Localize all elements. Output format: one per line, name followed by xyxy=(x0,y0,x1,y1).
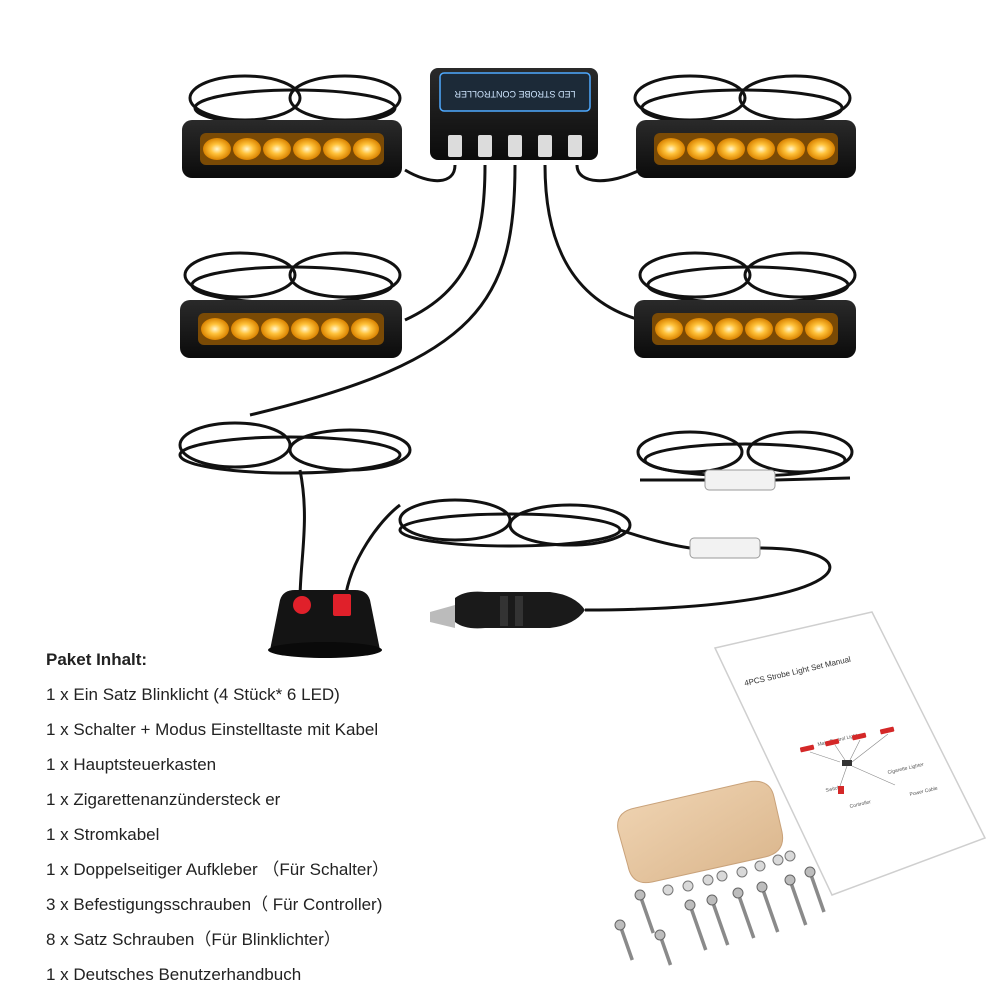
screw-head-icon xyxy=(706,894,718,906)
nut-icon xyxy=(754,860,766,872)
screw-head-icon xyxy=(732,887,744,899)
nut-icon xyxy=(736,866,748,878)
led-icon xyxy=(293,138,321,160)
led-icon xyxy=(687,138,715,160)
screw-icon xyxy=(808,871,826,913)
led-icon xyxy=(351,318,379,340)
led-icon xyxy=(203,138,231,160)
package-item: 1 x Ein Satz Blinklicht (4 Stück* 6 LED) xyxy=(46,685,340,704)
screw-head-icon xyxy=(784,874,796,886)
led-icon xyxy=(747,138,775,160)
manual-label-switch: Switch xyxy=(825,785,841,794)
led-icon xyxy=(717,138,745,160)
led-icon xyxy=(201,318,229,340)
mode-button-icon xyxy=(293,596,311,614)
led-icon xyxy=(777,138,805,160)
nut-icon xyxy=(716,870,728,882)
led-icon xyxy=(775,318,803,340)
user-manual-sheet: 4PCS Strobe Light Set Manual Main Contro… xyxy=(713,611,987,896)
controller-ports xyxy=(448,135,582,157)
led-icon xyxy=(685,318,713,340)
package-item: 1 x Stromkabel xyxy=(46,825,160,844)
led-icon xyxy=(655,318,683,340)
double-sided-adhesive-pad xyxy=(617,780,784,884)
package-item: 1 x Hauptsteuerkasten xyxy=(46,755,217,774)
screw-icon xyxy=(788,879,808,926)
led-icon xyxy=(233,138,261,160)
controller-label: LED STROBE CONTROLLER xyxy=(454,89,576,99)
led-icon xyxy=(807,138,835,160)
package-item: 1 x Zigarettenanzündersteck er xyxy=(46,790,281,809)
led-icon xyxy=(291,318,319,340)
screw-icon xyxy=(760,886,780,933)
led-icon xyxy=(745,318,773,340)
led-icon xyxy=(261,318,289,340)
screw-head-icon xyxy=(804,866,816,878)
screw-icon xyxy=(688,904,708,951)
screw-icon xyxy=(736,892,756,939)
nut-icon xyxy=(682,880,694,892)
led-icon xyxy=(805,318,833,340)
led-icon xyxy=(353,138,381,160)
led-icon xyxy=(263,138,291,160)
led-icon xyxy=(715,318,743,340)
wire-connectors xyxy=(689,469,776,559)
controller-box: LED STROBE CONTROLLER xyxy=(430,68,598,160)
package-item: 1 x Schalter + Modus Einstelltaste mit K… xyxy=(46,720,379,739)
cigarette-lighter-plug xyxy=(430,591,585,629)
package-item: 8 x Satz Schrauben（Für Blinklichter） xyxy=(46,930,341,949)
screw-head-icon xyxy=(654,929,666,941)
controller-wires xyxy=(249,164,851,612)
screw-head-icon xyxy=(684,899,696,911)
package-contents: Paket Inhalt: 1 x Ein Satz Blinklicht (4… xyxy=(46,650,389,1000)
nut-icon xyxy=(772,854,784,866)
nut-icon xyxy=(702,874,714,886)
rocker-switch-icon xyxy=(333,594,351,616)
package-item: 3 x Befestigungsschrauben（ Für Controlle… xyxy=(46,895,383,914)
manual-label-controller: Controller xyxy=(849,799,872,810)
screw-head-icon xyxy=(756,881,768,893)
package-heading: Paket Inhalt: xyxy=(46,650,148,669)
screw-icon xyxy=(618,924,634,961)
manual-diagram xyxy=(799,726,895,794)
nut-icon xyxy=(662,884,674,896)
switch-box xyxy=(268,590,382,658)
led-array xyxy=(201,138,835,340)
package-item: 1 x Deutsches Benutzerhandbuch xyxy=(46,965,302,984)
screw-head-icon xyxy=(634,889,646,901)
mounting-screws xyxy=(614,850,826,966)
screw-icon xyxy=(638,894,655,934)
screw-icon xyxy=(710,899,730,946)
led-icon xyxy=(323,138,351,160)
led-icon xyxy=(231,318,259,340)
led-icon xyxy=(657,138,685,160)
led-icon xyxy=(321,318,349,340)
package-item: 1 x Doppelseitiger Aufkleber （Für Schalt… xyxy=(46,860,389,879)
screw-head-icon xyxy=(614,919,626,931)
nut-icon xyxy=(784,850,796,862)
